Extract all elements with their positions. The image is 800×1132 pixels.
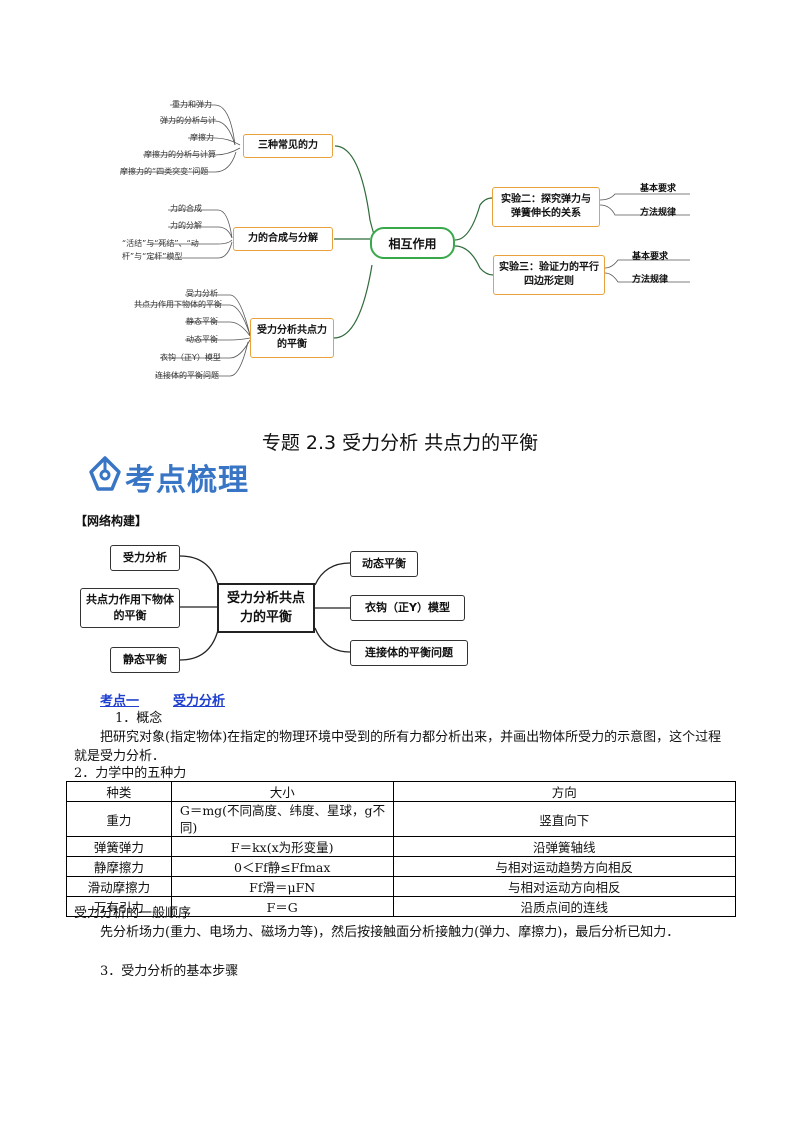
mindmap-tag: 方法规律 bbox=[640, 208, 677, 218]
network-center: 受力分析共点力的平衡 bbox=[217, 583, 315, 633]
table-cell: 竖直向下 bbox=[392, 801, 737, 837]
mindmap-leaf: 弹力的分析与计 bbox=[160, 116, 216, 125]
mindmap-tag: 方法规律 bbox=[632, 275, 669, 285]
mindmap-tag: 基本要求 bbox=[632, 252, 669, 262]
mindmap-center: 相互作用 bbox=[370, 227, 455, 259]
table-row: 静摩擦力 0＜Ff静≤Ffmax 与相对运动趋势方向相反 bbox=[66, 856, 737, 877]
table-row: 滑动摩擦力 Ff滑＝μFN 与相对运动方向相反 bbox=[66, 876, 737, 897]
table-cell: F＝kx(x为形变量) bbox=[170, 836, 394, 857]
topic-number: 考点一 bbox=[100, 694, 140, 709]
table-cell: 与相对运动方向相反 bbox=[392, 876, 737, 897]
mindmap-leaf: 连接体的平衡问题 bbox=[155, 371, 219, 380]
order-heading: 受力分析的一般顺序 bbox=[74, 906, 192, 921]
concept-heading: 1．概念 bbox=[115, 711, 163, 726]
mindmap-leaf: 杆”与“定杆”模型 bbox=[122, 252, 183, 261]
mindmap-leaf: 静态平衡 bbox=[186, 317, 218, 326]
table-cell: 与相对运动趋势方向相反 bbox=[392, 856, 737, 877]
section-heading: 考点梳理 bbox=[125, 463, 249, 498]
table-cell: 重力 bbox=[66, 801, 172, 837]
mindmap-leaf: 动态平衡 bbox=[186, 335, 218, 344]
pen-nib-icon bbox=[89, 456, 121, 491]
table-header: 方向 bbox=[392, 781, 737, 802]
table-cell: 滑动摩擦力 bbox=[66, 876, 172, 897]
table-header-row: 种类 大小 方向 bbox=[66, 781, 737, 802]
mindmap-branch-composition: 力的合成与分解 bbox=[233, 227, 333, 251]
mindmap-leaf: “活结”与“死结”、“动 bbox=[122, 239, 199, 248]
topic-name: 受力分析 bbox=[173, 694, 226, 709]
mindmap-leaf: 摩擦力的“四类突变”问题 bbox=[120, 167, 209, 176]
table-cell: F＝G bbox=[170, 896, 394, 917]
network-connectors bbox=[179, 555, 351, 661]
network-node: 共点力作用下物体的平衡 bbox=[80, 588, 180, 628]
mindmap-branch-forces: 三种常见的力 bbox=[243, 134, 333, 158]
network-node: 连接体的平衡问题 bbox=[350, 640, 468, 666]
mindmap-leaf: 重力和弹力 bbox=[172, 100, 212, 109]
mindmap-leaf: 衣钩（正Y）模型 bbox=[160, 353, 221, 362]
mindmap-leaf: 受力分析 bbox=[186, 289, 218, 298]
mindmap-leaf: 摩擦力 bbox=[190, 133, 214, 142]
mindmap-branch-equilibrium: 受力分析共点力的平衡 bbox=[250, 318, 334, 358]
table-header: 种类 bbox=[66, 781, 172, 802]
mindmap-tag: 基本要求 bbox=[640, 184, 677, 194]
five-forces-heading: 2．力学中的五种力 bbox=[74, 766, 187, 781]
mindmap-leaf: 摩擦力的分析与计算 bbox=[144, 150, 216, 159]
mindmap-branch-experiment-2: 实验二：探究弹力与弹簧伸长的关系 bbox=[492, 187, 600, 227]
topic-heading: 考点一 受力分析 bbox=[100, 690, 259, 709]
network-node: 受力分析 bbox=[110, 545, 180, 571]
table-cell: 沿弹簧轴线 bbox=[392, 836, 737, 857]
table-row: 万有引力 F＝G 沿质点间的连线 bbox=[66, 896, 737, 917]
network-node: 衣钩（正Y）模型 bbox=[350, 595, 465, 621]
table-cell: 0＜Ff静≤Ffmax bbox=[170, 856, 394, 877]
network-label: 【网络构建】 bbox=[75, 514, 148, 528]
table-cell: 弹簧弹力 bbox=[66, 836, 172, 857]
table-row: 重力 G＝mg(不同高度、纬度、星球，g不同) 竖直向下 bbox=[66, 801, 737, 837]
table-cell: 万有引力 bbox=[66, 896, 172, 917]
table-cell: G＝mg(不同高度、纬度、星球，g不同) bbox=[170, 801, 394, 837]
mindmap-leaf: 力的合成 bbox=[170, 204, 202, 213]
network-node: 静态平衡 bbox=[110, 647, 180, 673]
steps-heading: 3．受力分析的基本步骤 bbox=[100, 964, 239, 979]
order-text: 先分析场力(重力、电场力、磁场力等)，然后按接触面分析接触力(弹力、摩擦力)，最… bbox=[100, 925, 680, 940]
table-cell: 静摩擦力 bbox=[66, 856, 172, 877]
concept-text: 把研究对象(指定物体)在指定的物理环境中受到的所有力都分析出来，并画出物体所受力… bbox=[74, 730, 722, 764]
network-node: 动态平衡 bbox=[350, 551, 418, 577]
table-cell: Ff滑＝μFN bbox=[170, 876, 394, 897]
table-cell: 沿质点间的连线 bbox=[392, 896, 737, 917]
forces-table: 种类 大小 方向 重力 G＝mg(不同高度、纬度、星球，g不同) 竖直向下 弹簧… bbox=[66, 781, 737, 917]
mindmap-leaf: 力的分解 bbox=[170, 221, 202, 230]
mindmap-leaf: 共点力作用下物体的平衡 bbox=[134, 300, 222, 309]
mindmap-connectors bbox=[120, 104, 690, 377]
page-title: 专题 2.3 受力分析 共点力的平衡 bbox=[261, 432, 539, 454]
table-row: 弹簧弹力 F＝kx(x为形变量) 沿弹簧轴线 bbox=[66, 836, 737, 857]
table-header: 大小 bbox=[170, 781, 394, 802]
mindmap-branch-experiment-3: 实验三：验证力的平行四边形定则 bbox=[493, 255, 605, 295]
